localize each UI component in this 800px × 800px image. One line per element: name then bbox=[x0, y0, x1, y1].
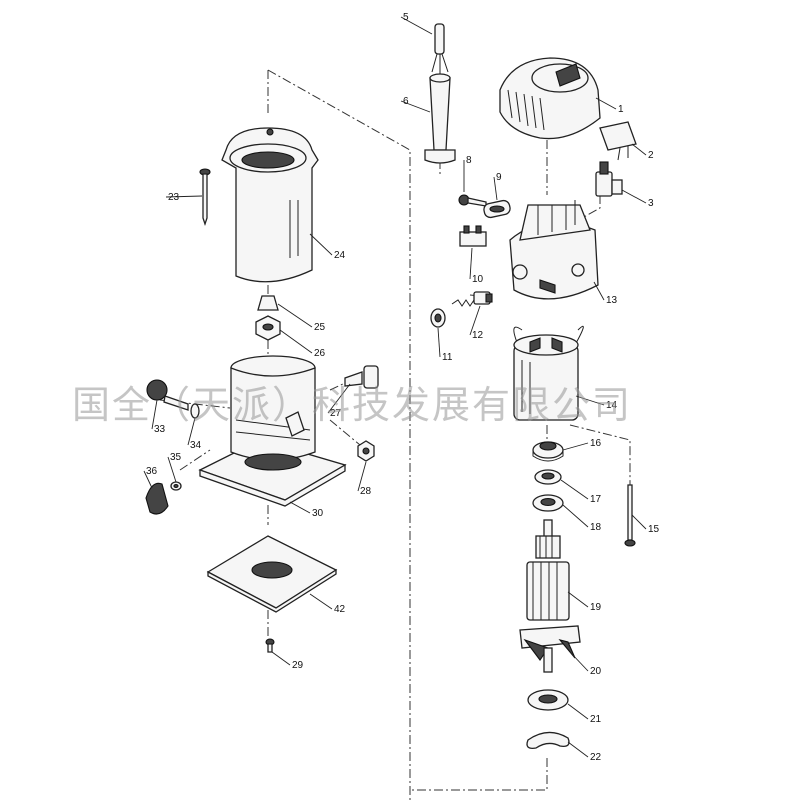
ball-bearing-lower-drawing bbox=[527, 689, 569, 711]
leader-line-hex-nut bbox=[357, 461, 367, 492]
part-label-base: 30 bbox=[312, 508, 324, 519]
leader-line-brush-cap bbox=[437, 327, 441, 358]
part-label-base-plate: 42 bbox=[334, 604, 346, 615]
leader-line-brush-holder bbox=[469, 305, 481, 336]
adjusting-bolt-drawing bbox=[344, 365, 379, 389]
leader-line-terminal bbox=[469, 247, 473, 280]
leader-line-clamp-screw bbox=[151, 399, 158, 430]
switch-cover-drawing bbox=[599, 121, 637, 161]
strain-relief-drawing bbox=[424, 73, 456, 164]
part-label-motor-sleeve: 24 bbox=[334, 250, 346, 261]
field-drawing bbox=[513, 325, 584, 421]
rubber-ring-drawing bbox=[532, 441, 564, 462]
screw-8-drawing bbox=[458, 194, 487, 207]
part-label-pan-head-screw: 29 bbox=[292, 660, 304, 671]
part-label-clamp-screw: 33 bbox=[154, 424, 166, 435]
part-label-motor-housing: 13 bbox=[606, 295, 618, 306]
long-screw-drawing bbox=[624, 484, 636, 547]
leader-line-flat-washer bbox=[187, 417, 196, 446]
part-label-screw-23: 23 bbox=[168, 192, 180, 203]
leader-line-switch-cover bbox=[631, 143, 647, 156]
leader-line-collet-cone bbox=[277, 303, 313, 328]
terminal-drawing bbox=[459, 225, 487, 247]
leader-line-bearing-retainer bbox=[567, 741, 589, 758]
armature-drawing bbox=[526, 519, 570, 621]
part-label-hex-nut: 28 bbox=[360, 486, 372, 497]
collet-cone-drawing bbox=[257, 295, 279, 311]
leader-line-motor-housing bbox=[593, 281, 605, 301]
part-label-long-screw: 15 bbox=[648, 524, 660, 535]
motor-sleeve-drawing bbox=[221, 127, 319, 283]
part-label-adjusting-bolt: 27 bbox=[330, 408, 342, 419]
part-label-bearing-retainer: 22 bbox=[590, 752, 602, 763]
flat-washer-drawing bbox=[190, 403, 200, 419]
base-plate-drawing bbox=[206, 535, 338, 613]
part-label-switch: 3 bbox=[648, 198, 654, 209]
part-label-collet-nut: 26 bbox=[314, 348, 326, 359]
bearing-retainer-drawing bbox=[526, 731, 570, 749]
hex-nut-drawing bbox=[357, 440, 375, 462]
washer-35-drawing bbox=[170, 481, 182, 491]
part-label-armature: 19 bbox=[590, 602, 602, 613]
fan-drawing bbox=[519, 625, 581, 673]
leader-line-field bbox=[575, 395, 605, 406]
motor-housing-drawing bbox=[509, 200, 599, 300]
leader-line-knob bbox=[143, 470, 153, 489]
washer-17-drawing bbox=[534, 469, 562, 485]
part-label-cord: 5 bbox=[403, 12, 409, 23]
part-label-screw: 8 bbox=[466, 155, 472, 166]
part-label-strain-relief: 6 bbox=[403, 96, 409, 107]
leader-line-switch bbox=[621, 189, 647, 204]
leader-line-fan bbox=[569, 651, 589, 672]
leader-line-screw-23 bbox=[165, 195, 203, 198]
part-label-rubber-ring: 16 bbox=[590, 438, 602, 449]
brush-holder-drawing bbox=[451, 291, 493, 307]
knob-drawing bbox=[145, 482, 169, 515]
leader-line-strain-relief bbox=[400, 100, 431, 113]
part-label-brush-holder: 12 bbox=[472, 330, 484, 341]
leader-line-motor-housing-cover bbox=[595, 97, 617, 110]
leader-line-motor-sleeve bbox=[309, 233, 333, 256]
leader-line-armature bbox=[567, 591, 589, 608]
base-drawing bbox=[198, 355, 347, 507]
leader-line-cord-clamp bbox=[493, 176, 498, 201]
leader-line-long-screw bbox=[631, 514, 647, 530]
part-label-washer-35: 35 bbox=[170, 452, 182, 463]
part-label-switch-cover: 2 bbox=[648, 150, 654, 161]
cord-clamp-drawing bbox=[483, 199, 511, 219]
leader-line-rubber-ring bbox=[562, 442, 589, 451]
leader-line-base bbox=[289, 501, 311, 514]
part-label-collet-cone: 25 bbox=[314, 322, 326, 333]
leader-line-cord bbox=[400, 16, 433, 35]
leader-line-washer bbox=[560, 479, 589, 500]
leader-line-pan-head-screw bbox=[271, 651, 291, 666]
part-label-flat-washer: 34 bbox=[190, 440, 202, 451]
part-label-terminal: 10 bbox=[472, 274, 484, 285]
collet-nut-drawing bbox=[255, 315, 281, 341]
motor-housing-cover-drawing bbox=[499, 57, 601, 140]
part-label-cord-clamp: 9 bbox=[496, 172, 502, 183]
screw-23-drawing bbox=[199, 168, 211, 227]
part-label-knob: 36 bbox=[146, 466, 158, 477]
pan-head-screw-drawing bbox=[265, 638, 275, 653]
brush-cap-drawing bbox=[430, 308, 446, 328]
switch-drawing bbox=[595, 161, 623, 197]
callout-labels: 1235689101112131415161718192021222324252… bbox=[143, 12, 660, 763]
leader-line-ball-bearing-lower bbox=[567, 703, 589, 720]
part-label-fan: 20 bbox=[590, 666, 602, 677]
leader-line-washer-35 bbox=[167, 456, 177, 483]
clamp-screw-drawing bbox=[146, 379, 189, 411]
part-label-ball-bearing-upper: 18 bbox=[590, 522, 602, 533]
leader-line-base-plate bbox=[309, 593, 333, 610]
part-label-brush-cap: 11 bbox=[442, 352, 453, 363]
ball-bearing-upper-drawing bbox=[532, 494, 564, 512]
cord-drawing bbox=[431, 23, 449, 75]
part-label-ball-bearing-lower: 21 bbox=[590, 714, 602, 725]
part-label-field: 14 bbox=[606, 400, 618, 411]
leader-line-ball-bearing-upper bbox=[562, 504, 589, 528]
leader-line-collet-nut bbox=[279, 329, 313, 354]
leader-line-adjusting-bolt bbox=[327, 383, 351, 414]
part-label-washer: 17 bbox=[590, 494, 602, 505]
part-label-motor-housing-cover: 1 bbox=[618, 104, 624, 115]
